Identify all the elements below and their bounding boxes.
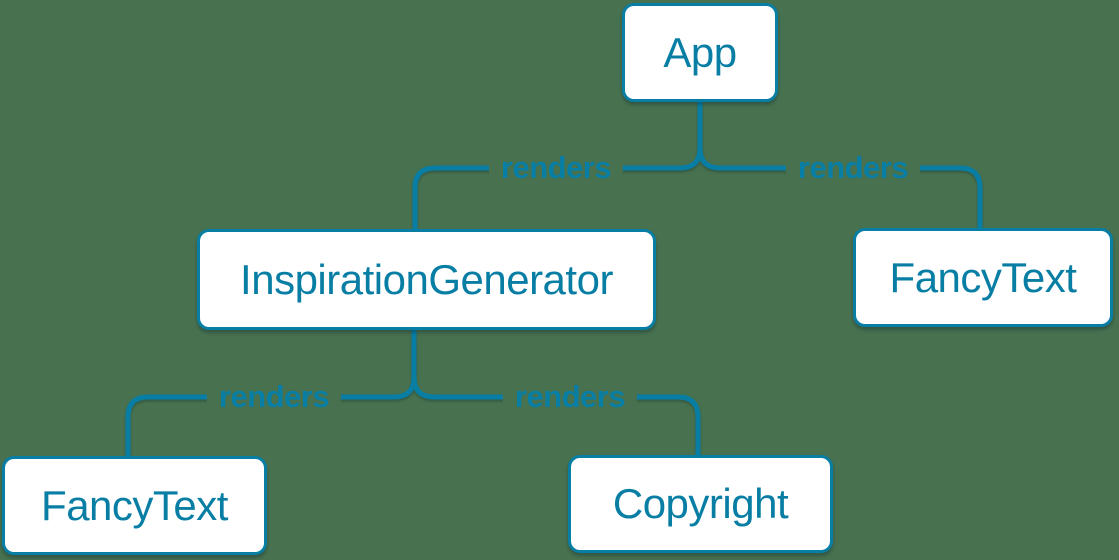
edge-label-renders-inspirationgenerator-fancytext: renders xyxy=(206,377,342,417)
edge-label-renders-app-inspirationgenerator: renders xyxy=(488,148,624,188)
edge-label-renders-inspirationgenerator-copyright: renders xyxy=(502,377,638,417)
tree-node-fancy-text-bottom: FancyText xyxy=(2,456,267,555)
tree-node-inspiration-generator: InspirationGenerator xyxy=(197,229,656,330)
tree-node-fancy-text-top: FancyText xyxy=(853,228,1113,327)
tree-node-app: App xyxy=(622,3,778,102)
tree-node-copyright: Copyright xyxy=(568,455,833,553)
edge-label-renders-app-fancytext: renders xyxy=(785,148,921,188)
